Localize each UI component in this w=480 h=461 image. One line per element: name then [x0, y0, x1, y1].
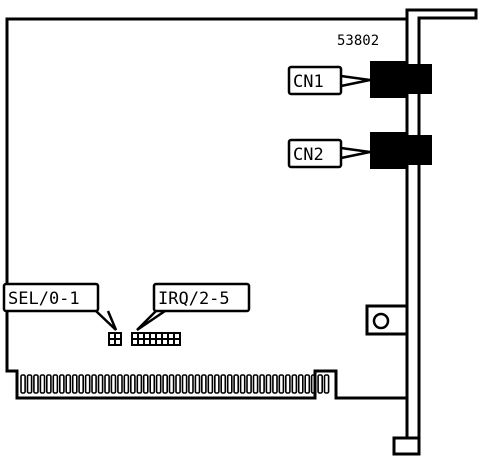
connector-cn2: CN2: [287, 132, 432, 169]
edge-finger: [175, 374, 181, 394]
sel-callout-pointer: [95, 310, 118, 331]
cn1-label: CN1: [293, 72, 324, 92]
edge-finger: [45, 374, 52, 394]
edge-finger: [149, 374, 156, 394]
edge-connector: [20, 374, 330, 394]
cn2-body: [370, 132, 406, 169]
edge-finger: [130, 374, 136, 394]
bracket-screw: [365, 304, 409, 336]
jumper-pin: [169, 340, 173, 344]
edge-finger: [52, 374, 59, 394]
jumper-pin: [163, 334, 167, 338]
jumper-pin: [175, 340, 179, 344]
irq-label: IRQ/2-5: [158, 289, 230, 309]
edge-finger: [91, 374, 97, 394]
edge-finger: [259, 374, 265, 394]
edge-finger: [304, 374, 311, 394]
cn2-label: CN2: [293, 145, 324, 165]
model-number: 53802: [337, 33, 379, 49]
cn2-callout-pointer: [340, 146, 371, 160]
edge-finger: [278, 374, 285, 394]
jumper-pin: [110, 340, 114, 344]
edge-finger: [291, 374, 298, 394]
edge-finger: [58, 374, 65, 394]
jumper-frame: [131, 332, 181, 346]
edge-finger: [226, 374, 233, 394]
edge-finger: [214, 374, 220, 394]
sel-jumper-block: [108, 332, 122, 346]
jumper-pin: [139, 334, 143, 338]
cn1-body: [370, 61, 406, 98]
edge-finger: [233, 374, 240, 394]
sel-label: SEL/0-1: [8, 289, 80, 309]
edge-finger: [142, 374, 149, 394]
irq-jumper-block: [131, 332, 181, 346]
sel-callout-box: [2, 282, 100, 313]
edge-finger: [168, 374, 175, 394]
jumper-pin: [133, 334, 137, 338]
mounting-bracket: [392, 8, 478, 456]
jumper-pin: [163, 340, 167, 344]
edge-finger: [181, 374, 188, 394]
connector-cn1: CN1: [287, 61, 432, 98]
cn1-callout-pointer: [340, 74, 371, 88]
jumper-pin: [151, 334, 155, 338]
jumper-pin: [157, 334, 161, 338]
jumper-pin: [145, 334, 149, 338]
edge-finger: [246, 374, 252, 394]
edge-finger: [188, 374, 194, 394]
edge-finger: [97, 374, 104, 394]
edge-finger: [323, 374, 330, 394]
edge-finger: [136, 374, 143, 394]
edge-finger: [33, 374, 39, 394]
jumper-pin: [145, 340, 149, 344]
edge-finger: [123, 374, 130, 394]
edge-finger: [104, 374, 110, 394]
edge-finger: [201, 374, 207, 394]
edge-finger: [65, 374, 72, 394]
jumper-pin: [110, 334, 114, 338]
jumper-pin: [151, 340, 155, 344]
edge-finger: [84, 374, 91, 394]
jumper-irq: IRQ/2-5: [131, 282, 251, 346]
edge-finger: [110, 374, 117, 394]
edge-finger: [310, 374, 317, 394]
cn1-callout-box: [287, 65, 343, 96]
edge-finger: [239, 374, 246, 394]
edge-finger: [284, 374, 291, 394]
edge-finger: [78, 374, 84, 394]
edge-finger: [71, 374, 78, 394]
jumper-pin: [116, 340, 120, 344]
edge-finger: [297, 374, 304, 394]
jumper-pin: [139, 340, 143, 344]
edge-finger: [20, 374, 26, 394]
edge-finger: [194, 374, 201, 394]
edge-finger: [265, 374, 272, 394]
cn2-callout-box: [287, 138, 343, 169]
jumper-pin: [169, 334, 173, 338]
cn2-flange: [406, 135, 432, 165]
jumper-pin: [157, 340, 161, 344]
jumper-pin: [133, 340, 137, 344]
edge-finger: [26, 374, 33, 394]
edge-finger: [317, 374, 324, 394]
edge-finger: [155, 374, 162, 394]
edge-finger: [117, 374, 123, 394]
irq-callout-pointer: [136, 309, 166, 332]
jumper-pin: [175, 334, 179, 338]
irq-callout-box: [152, 282, 251, 313]
cn1-flange: [406, 64, 432, 94]
edge-finger: [272, 374, 278, 394]
edge-finger: [162, 374, 169, 394]
edge-finger: [252, 374, 259, 394]
edge-finger: [207, 374, 214, 394]
jumper-pin: [116, 334, 120, 338]
jumper-sel: SEL/0-1: [2, 282, 122, 346]
edge-finger: [39, 374, 46, 394]
edge-finger: [220, 374, 227, 394]
